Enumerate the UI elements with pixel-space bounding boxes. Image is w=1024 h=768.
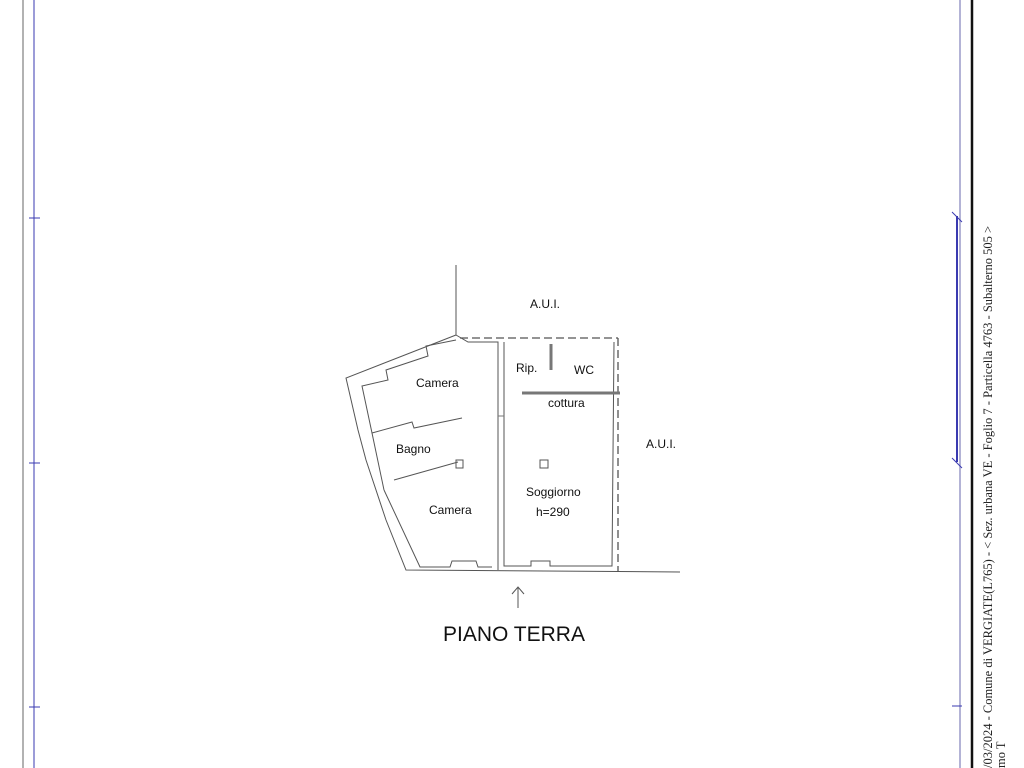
label-rip: Rip. bbox=[516, 361, 537, 375]
floor-reference-text: mo T bbox=[994, 741, 1008, 768]
label-camera-bottom: Camera bbox=[429, 503, 472, 517]
left-frame-ticks bbox=[29, 217, 40, 708]
label-soggiorno: Soggiorno bbox=[526, 485, 581, 499]
walls bbox=[345, 265, 681, 573]
label-cottura: cottura bbox=[548, 396, 585, 410]
label-bagno: Bagno bbox=[396, 442, 431, 456]
label-aui-top: A.U.I. bbox=[530, 297, 560, 311]
label-wc: WC bbox=[574, 363, 594, 377]
plan-title: PIANO TERRA bbox=[443, 623, 585, 646]
cadastral-reference-text: /03/2024 - Comune di VERGIATE(L765) - < … bbox=[981, 226, 995, 768]
label-aui-right: A.U.I. bbox=[646, 437, 676, 451]
right-frame-ticks bbox=[951, 211, 963, 707]
entrance-arrowhead-icon bbox=[511, 586, 525, 595]
partitions bbox=[498, 344, 620, 417]
label-camera-top: Camera bbox=[416, 376, 459, 390]
label-ceiling-height: h=290 bbox=[536, 505, 570, 519]
